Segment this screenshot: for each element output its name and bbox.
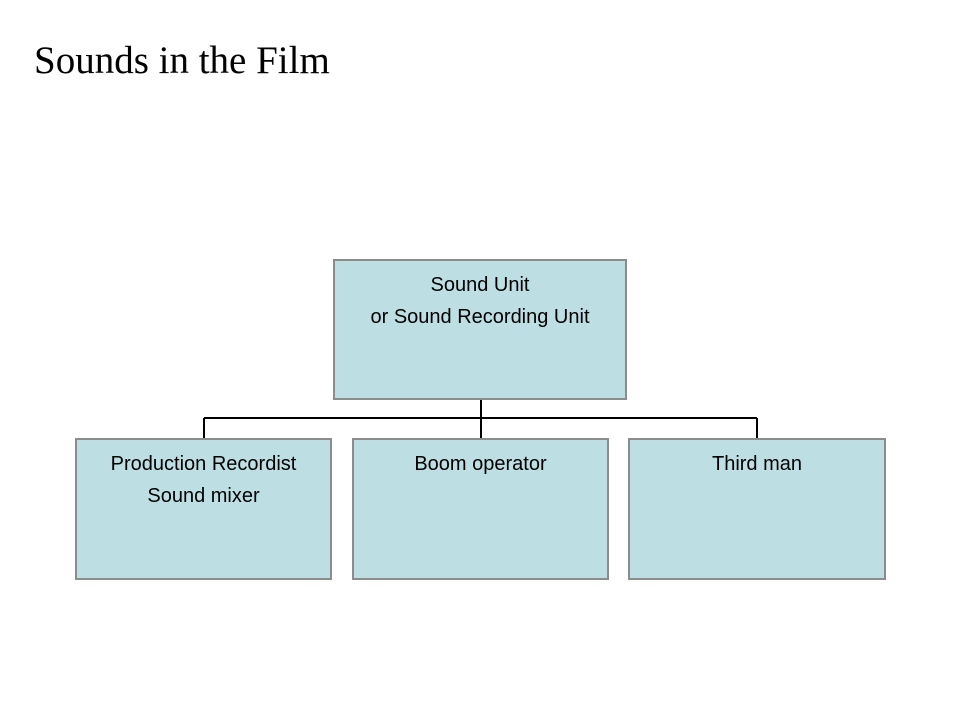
node-label-line: Sound mixer	[147, 485, 260, 507]
slide-title: Sounds in the Film	[34, 39, 330, 82]
node-sound-unit: Sound Unit or Sound Recording Unit	[333, 259, 627, 400]
node-label-line: or Sound Recording Unit	[370, 306, 590, 328]
node-production-recordist: Production Recordist Sound mixer	[75, 438, 332, 580]
node-label-line: Sound Unit	[430, 274, 530, 296]
node-label-line: Boom operator	[414, 453, 547, 475]
node-third-man: Third man	[628, 438, 886, 580]
node-label-line: Third man	[711, 453, 803, 475]
node-boom-operator: Boom operator	[352, 438, 609, 580]
node-label-line: Production Recordist	[110, 453, 297, 475]
